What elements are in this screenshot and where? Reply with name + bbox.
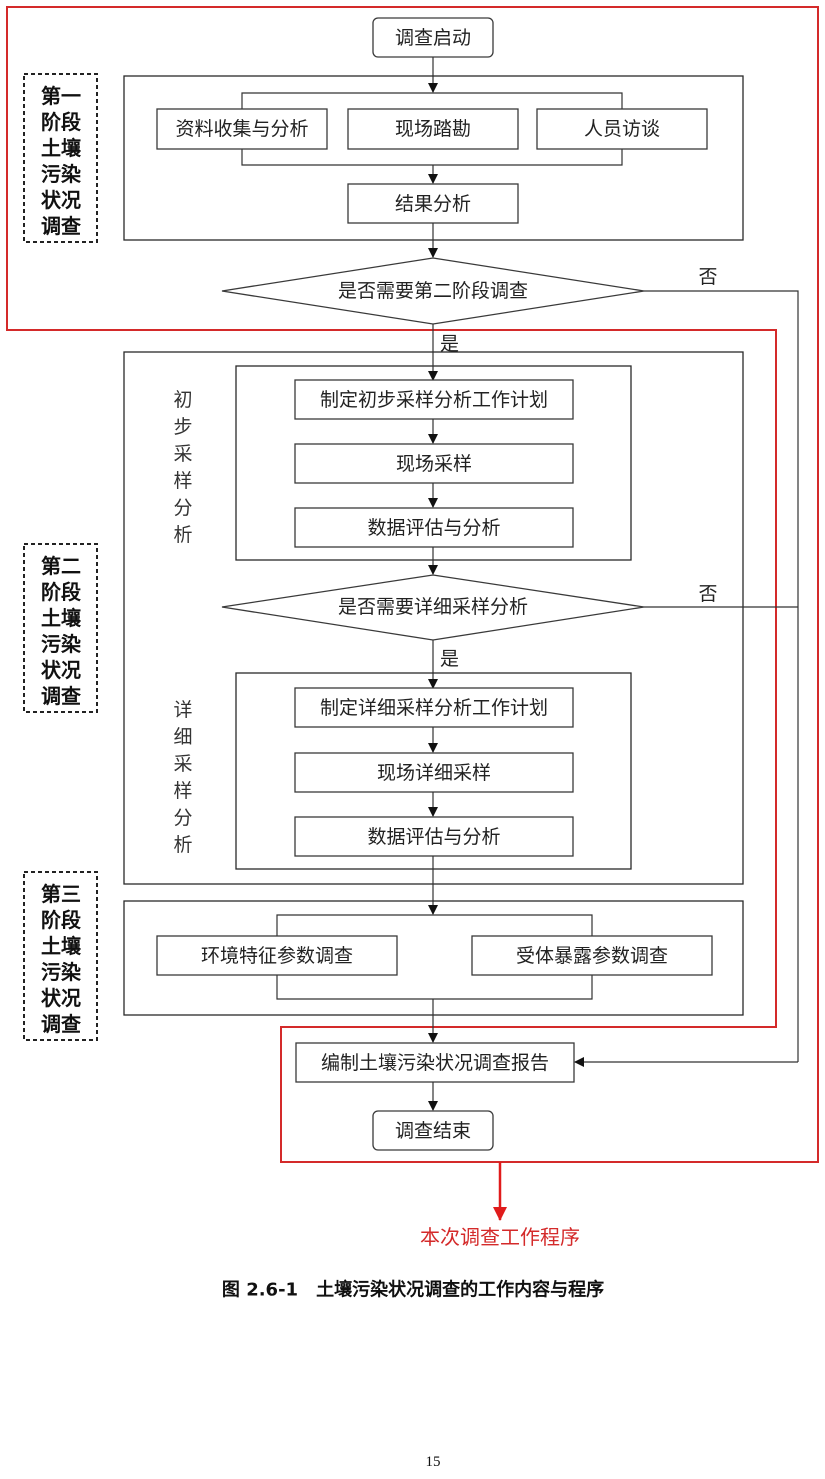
step-detail-eval xyxy=(294,816,574,857)
stage1-label-line: 阶段 xyxy=(41,110,81,134)
stage2-label-box xyxy=(23,543,98,713)
stage1-label-line: 状况 xyxy=(41,188,81,212)
stage2-label-line: 阶段 xyxy=(41,580,81,604)
step-prelim-plan xyxy=(294,379,574,420)
stage3-label-line: 土壤 xyxy=(41,934,82,958)
page-number: 15 xyxy=(426,1454,441,1470)
decision-detailed-label: 是否需要详细采样分析 xyxy=(338,596,528,618)
step-prelim-eval-label: 数据评估与分析 xyxy=(367,517,500,539)
step-data-collection-label: 资料收集与分析 xyxy=(175,118,308,140)
step-detail-sampling-label: 现场详细采样 xyxy=(377,762,491,784)
scope-legend-label: 本次调查工作程序 xyxy=(420,1225,580,1249)
step-site-survey xyxy=(347,108,519,150)
step-detail-plan xyxy=(294,687,574,728)
stage1-label-line: 污染 xyxy=(41,162,82,186)
stage3-label-line: 调查 xyxy=(41,1012,81,1036)
stage3-label-line: 污染 xyxy=(41,960,82,984)
stage2-label-line: 调查 xyxy=(41,684,81,708)
prelim-label-char: 步 xyxy=(173,416,192,438)
step-environment-params xyxy=(156,935,398,976)
detail-label-char: 析 xyxy=(173,834,192,856)
step-prelim-eval xyxy=(294,507,574,548)
step-report-label: 编制土壤污染状况调查报告 xyxy=(321,1052,549,1074)
stage2-label-line: 状况 xyxy=(41,658,81,682)
scope-outline xyxy=(6,6,819,1163)
stage1-merge-bracket xyxy=(241,149,623,166)
prelim-label-char: 析 xyxy=(173,524,192,546)
step-receptor-exposure-label: 受体暴露参数调查 xyxy=(516,945,668,967)
end-node xyxy=(372,1110,494,1151)
step-environment-params-label: 环境特征参数调查 xyxy=(201,945,353,967)
step-detail-eval-label: 数据评估与分析 xyxy=(367,826,500,848)
start-node-label: 调查启动 xyxy=(395,27,471,49)
stage3-label-line: 阶段 xyxy=(41,908,81,932)
stage3-split-bracket xyxy=(276,914,593,936)
step-prelim-plan-label: 制定初步采样分析工作计划 xyxy=(320,389,548,411)
step-data-collection xyxy=(156,108,328,150)
step-report xyxy=(295,1042,575,1083)
decision-stage2-no-label: 否 xyxy=(698,266,717,288)
step-interviews-label: 人员访谈 xyxy=(584,118,660,140)
step-detail-sampling xyxy=(294,752,574,793)
step-result-analysis-label: 结果分析 xyxy=(395,193,471,215)
decision-stage2-label: 是否需要第二阶段调查 xyxy=(338,280,528,302)
step-prelim-sampling xyxy=(294,443,574,484)
stage2-label-line: 土壤 xyxy=(41,606,82,630)
detail-label-char: 分 xyxy=(173,807,192,829)
step-receptor-exposure xyxy=(471,935,713,976)
stage2-label-line: 污染 xyxy=(41,632,82,656)
decision-detailed-yes-label: 是 xyxy=(440,648,459,670)
detail-label-char: 样 xyxy=(173,780,192,802)
prelim-label-char: 初 xyxy=(173,389,192,411)
step-interviews xyxy=(536,108,708,150)
no-path-stage2 xyxy=(644,290,799,1062)
step-prelim-sampling-label: 现场采样 xyxy=(396,453,472,475)
figure-caption: 图 2.6-1 土壤污染状况调查的工作内容与程序 xyxy=(222,1279,604,1301)
stage3-label: 第三 阶段 土壤 污染 状况 调查 xyxy=(41,882,82,1036)
prelim-label-char: 分 xyxy=(173,497,192,519)
step-detail-plan-label: 制定详细采样分析工作计划 xyxy=(320,697,548,719)
prelim-label-char: 采 xyxy=(173,443,192,465)
prelim-label-char: 样 xyxy=(173,470,192,492)
stage1-split-bracket xyxy=(241,92,623,109)
stage2-label-line: 第二 xyxy=(41,554,81,578)
decision-stage2-yes-label: 是 xyxy=(440,333,459,355)
stage3-label-box xyxy=(23,871,98,1041)
detail-label-char: 采 xyxy=(173,753,192,775)
stage3-merge-bracket xyxy=(276,975,593,1000)
stage3-label-line: 第三 xyxy=(41,882,81,906)
stage1-label-line: 调查 xyxy=(41,214,81,238)
detail-label-char: 细 xyxy=(173,726,192,748)
step-site-survey-label: 现场踏勘 xyxy=(395,118,471,140)
stage1-label-line: 第一 xyxy=(41,84,81,108)
end-node-label: 调查结束 xyxy=(395,1120,471,1142)
step-result-analysis xyxy=(347,183,519,224)
stage1-label-box xyxy=(23,73,98,243)
stage1-label-line: 土壤 xyxy=(41,136,82,160)
detail-vertical-label: 详 细 采 样 分 析 xyxy=(173,699,192,856)
detail-label-char: 详 xyxy=(173,699,192,721)
decision-detailed-no-label: 否 xyxy=(698,583,717,605)
stage3-label-line: 状况 xyxy=(41,986,81,1010)
stage1-label: 第一 阶段 土壤 污染 状况 调查 xyxy=(41,84,82,238)
stage2-label: 第二 阶段 土壤 污染 状况 调查 xyxy=(41,554,82,708)
prelim-vertical-label: 初 步 采 样 分 析 xyxy=(173,389,192,546)
